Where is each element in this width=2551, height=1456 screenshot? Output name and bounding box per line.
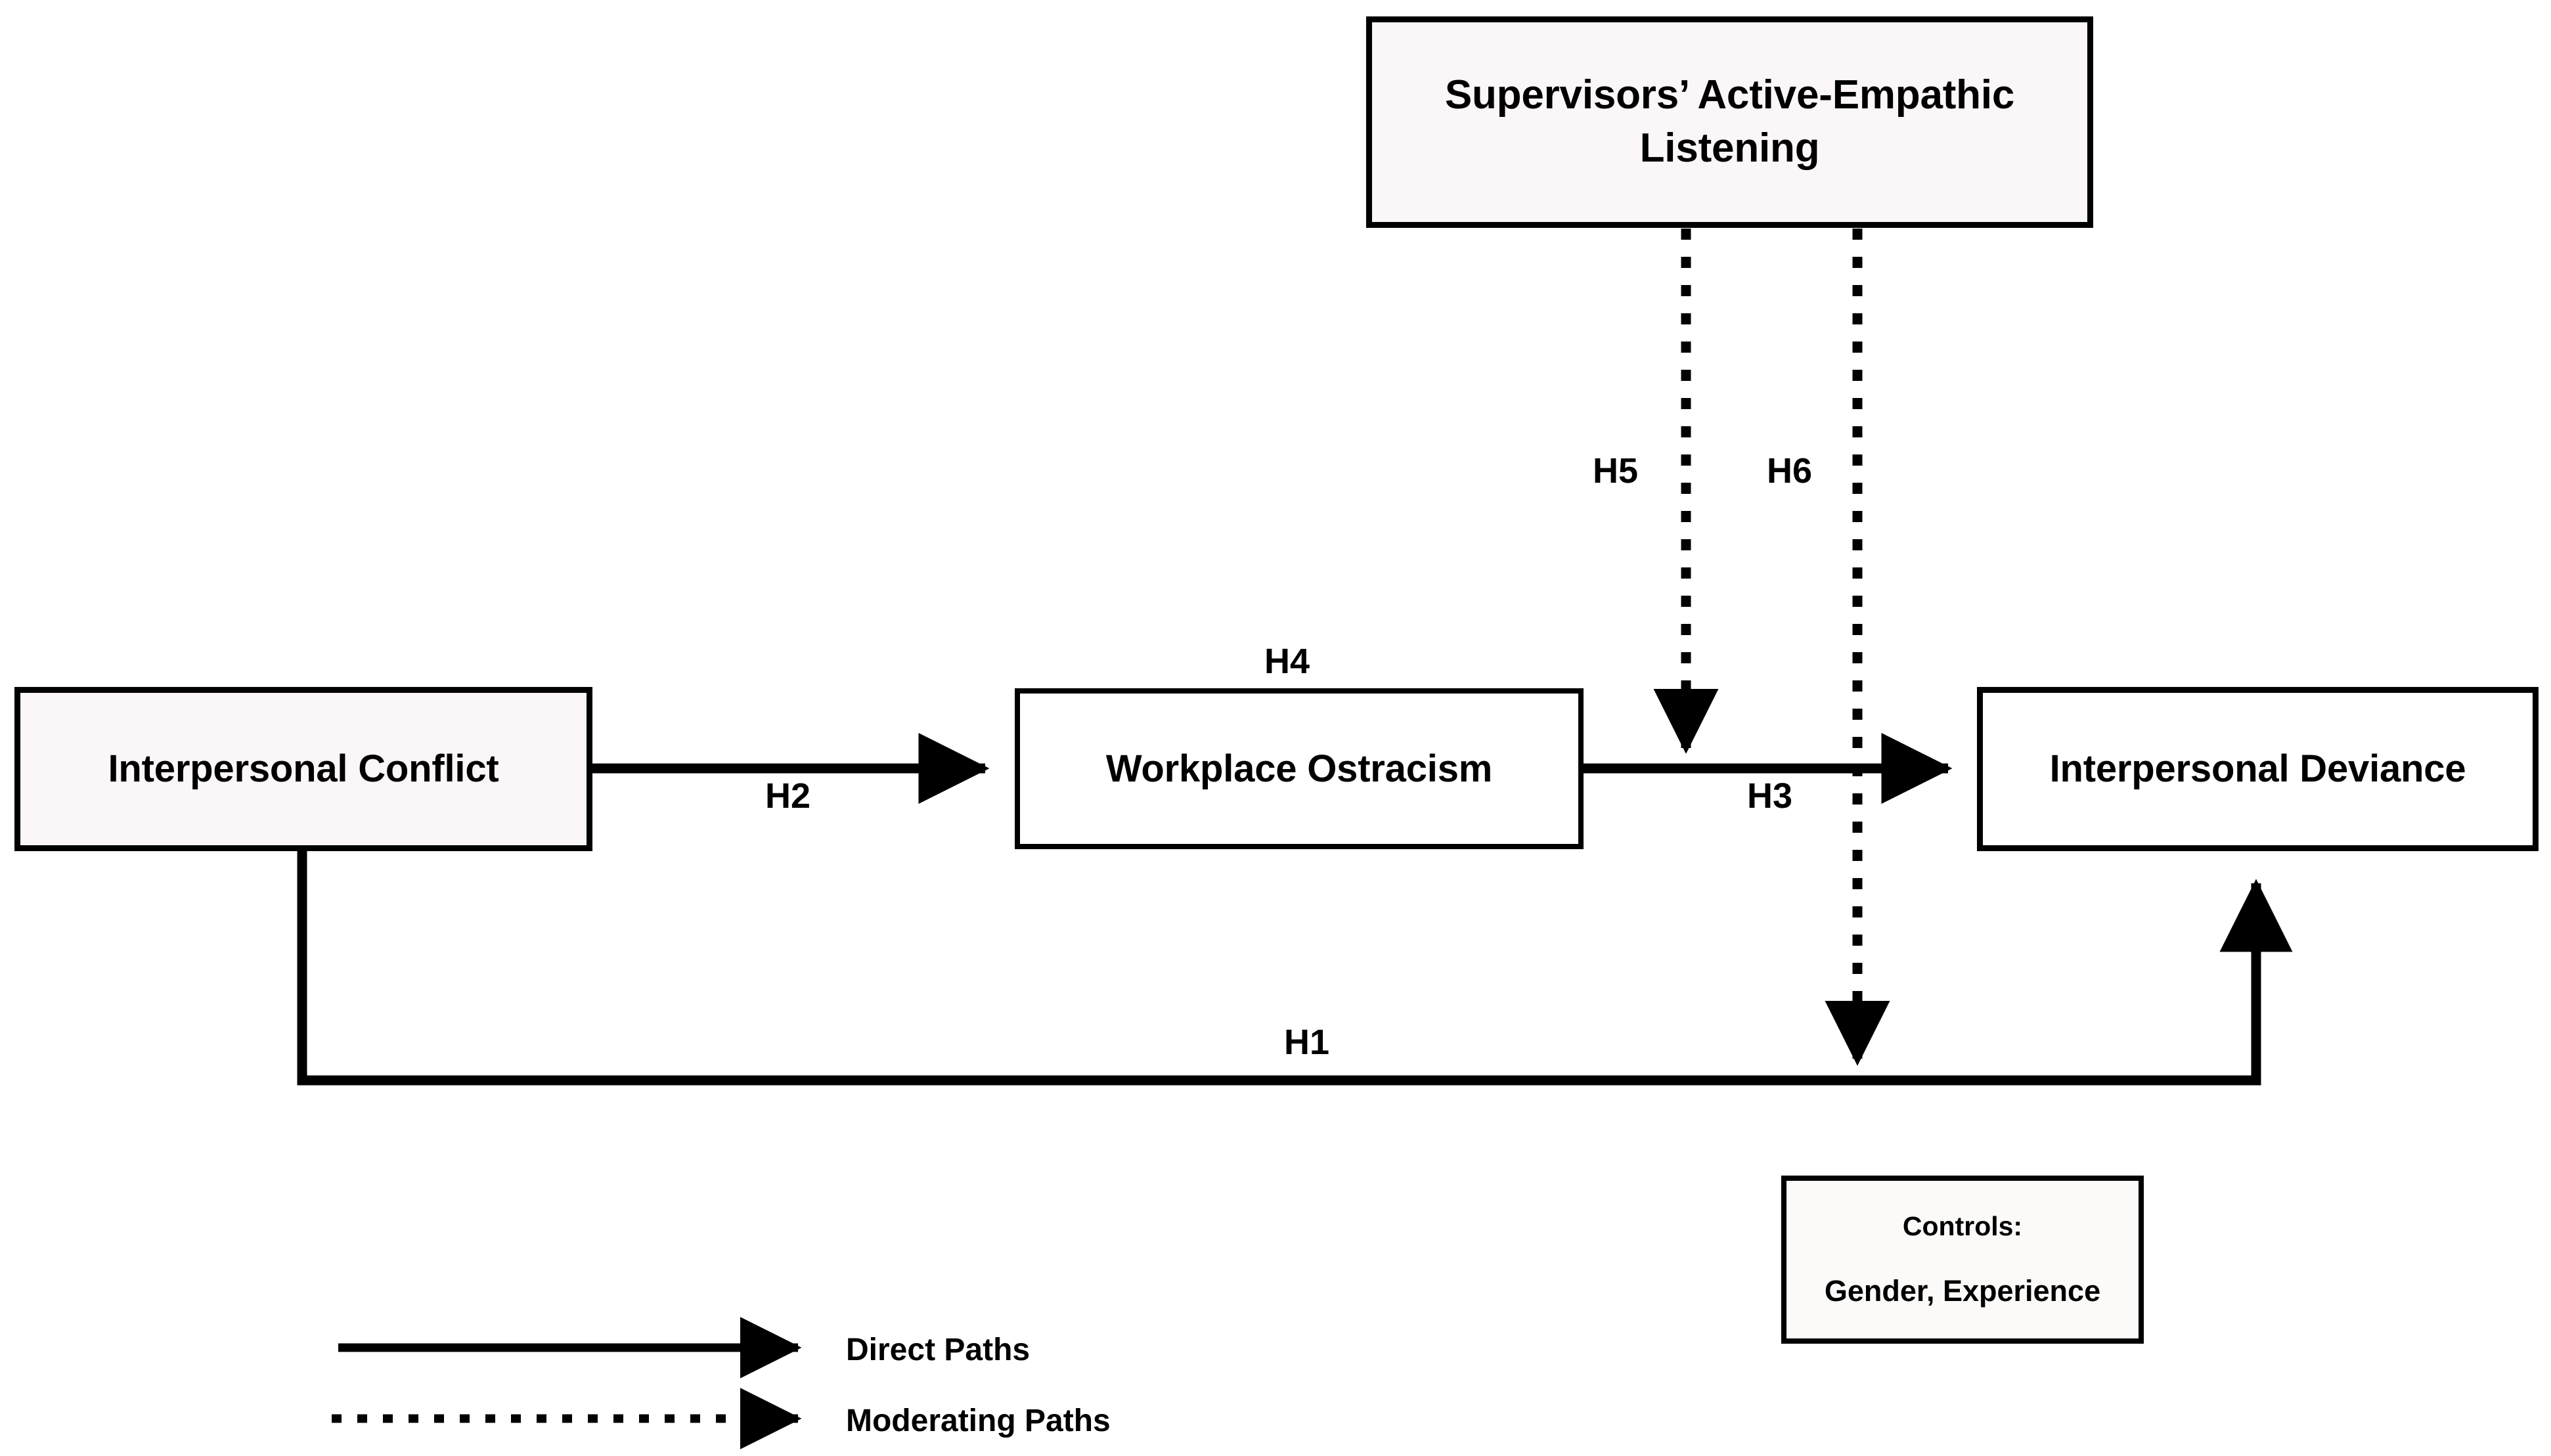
node-controls[interactable]: Controls: Gender, Experience bbox=[1781, 1176, 2144, 1344]
path-label-h2: H2 bbox=[765, 776, 811, 816]
path-label-h6: H6 bbox=[1767, 451, 1813, 491]
node-dependent-label: Interpersonal Deviance bbox=[2049, 747, 2466, 791]
node-workplace-ostracism[interactable]: Workplace Ostracism bbox=[1015, 688, 1584, 849]
controls-values: Gender, Experience bbox=[1824, 1273, 2101, 1308]
path-h1 bbox=[297, 851, 2293, 1086]
path-label-h5: H5 bbox=[1593, 451, 1639, 491]
node-supervisors-active-empathic-listening[interactable]: Supervisors’ Active-Empathic Listening bbox=[1366, 16, 2093, 228]
path-label-h4: H4 bbox=[1264, 642, 1310, 681]
node-interpersonal-deviance[interactable]: Interpersonal Deviance bbox=[1977, 687, 2539, 851]
legend-item-direct-paths: Direct Paths bbox=[846, 1333, 1031, 1367]
node-moderator-label: Supervisors’ Active-Empathic Listening bbox=[1444, 72, 2015, 171]
legend-item-moderating-paths: Moderating Paths bbox=[846, 1403, 1111, 1438]
controls-heading: Controls: bbox=[1902, 1210, 2023, 1241]
node-interpersonal-conflict[interactable]: Interpersonal Conflict bbox=[14, 687, 592, 851]
path-label-h3: H3 bbox=[1747, 776, 1793, 816]
node-independent-label: Interpersonal Conflict bbox=[108, 747, 499, 791]
node-mediator-label: Workplace Ostracism bbox=[1105, 747, 1493, 790]
path-label-h1: H1 bbox=[1284, 1023, 1330, 1062]
